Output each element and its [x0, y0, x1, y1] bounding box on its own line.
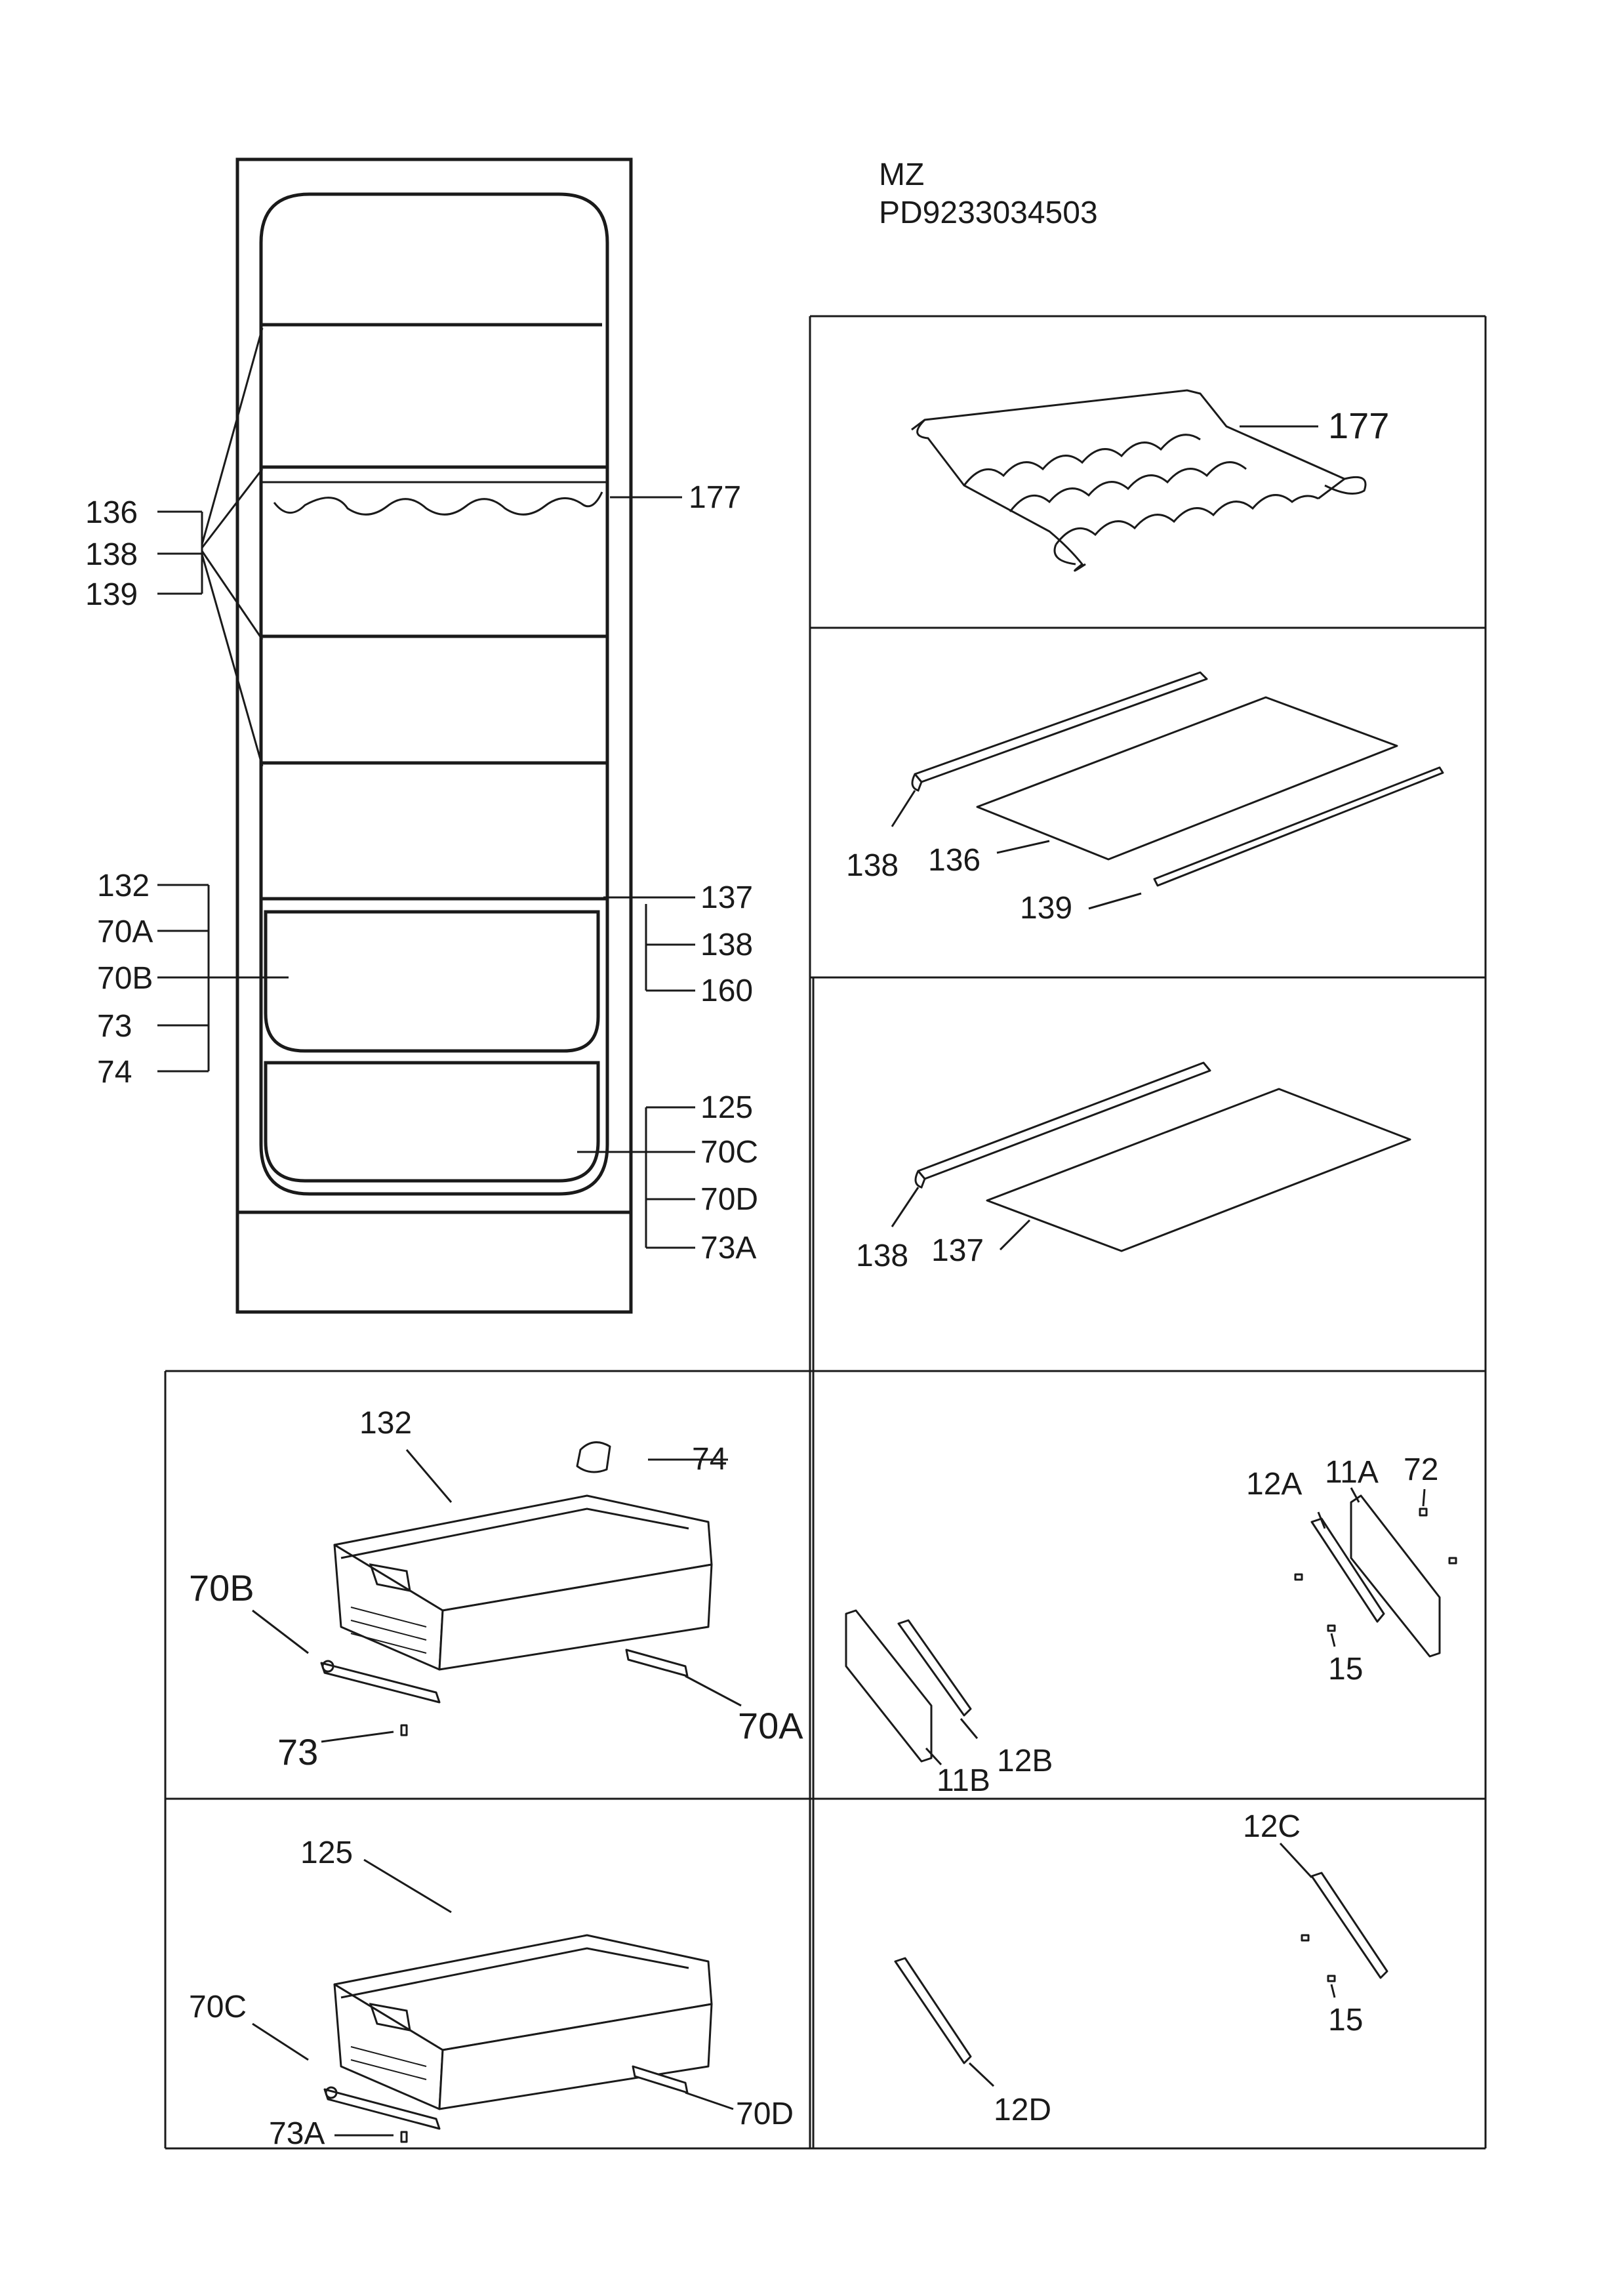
screw-15-lower — [1327, 1975, 1336, 1982]
drawer-upper-front — [264, 910, 600, 1053]
shelf-label-136: 136 — [928, 843, 981, 878]
screw-73a — [400, 2131, 408, 2143]
drawer-label-70b: 70B — [189, 1567, 254, 1609]
slides-label-12a: 12A — [1246, 1467, 1302, 1502]
cabinet-outline — [235, 157, 633, 1314]
overview-label-139: 139 — [85, 577, 138, 612]
overview-label-137: 137 — [700, 880, 753, 915]
overview-label-138: 138 — [85, 537, 138, 572]
drawer-lower-label-73a: 73A — [269, 2116, 325, 2151]
runner-12c — [1310, 1872, 1388, 1979]
drawer-lower-label-70d: 70D — [736, 2097, 794, 2131]
wine-rack-wave — [273, 491, 603, 516]
slides-label-15: 15 — [1328, 1652, 1363, 1687]
screw-73 — [400, 1724, 408, 1736]
overview-label-136: 136 — [85, 495, 138, 530]
overview-label-138b: 138 — [700, 928, 753, 962]
slides-label-72: 72 — [1404, 1452, 1438, 1487]
drawer-lower-front — [264, 1061, 600, 1183]
drawer-125-handle — [369, 2003, 411, 2032]
slides-label-12b: 12B — [997, 1744, 1053, 1778]
wine-rack-frame-left — [916, 419, 1086, 572]
slides-label-11a: 11A — [1325, 1455, 1379, 1490]
overview-label-70c: 70C — [700, 1135, 758, 1170]
drawer-label-74: 74 — [692, 1442, 727, 1477]
wine-rack-hook-right — [1318, 476, 1367, 500]
glass-shelf-137 — [986, 1088, 1411, 1252]
overview-label-73a: 73A — [700, 1231, 756, 1265]
shelf-bottom-label-137: 137 — [931, 1233, 984, 1268]
overview-label-70d: 70D — [700, 1182, 758, 1217]
slides-lower-label-15: 15 — [1328, 2003, 1363, 2038]
wine-rack-wave-1 — [963, 434, 1201, 486]
wine-rack-frame-top — [911, 389, 1345, 480]
slides-label-11b: 11B — [937, 1763, 990, 1798]
runner-12d — [894, 1957, 972, 2064]
panel-glass-shelf-bottom: 138 137 — [856, 1061, 1411, 1273]
overview-label-70b: 70B — [97, 961, 153, 996]
overview-label-177: 177 — [689, 480, 741, 515]
shelf-label-138: 138 — [846, 848, 899, 883]
panel-wine-rack: 177 — [911, 389, 1389, 572]
wine-rack-wave-2 — [1009, 461, 1247, 512]
wine-rack-wave-3 — [1055, 494, 1319, 545]
drawer-lower-label-70c: 70C — [189, 1990, 247, 2024]
shelf-bottom-label-138: 138 — [856, 1239, 908, 1273]
overview-label-74: 74 — [97, 1055, 132, 1090]
screw-15 — [1327, 1624, 1336, 1632]
slide-70b — [320, 1662, 441, 1704]
screw-side — [1448, 1557, 1457, 1565]
slide-70a — [625, 1649, 689, 1677]
overview-label-160: 160 — [700, 974, 753, 1008]
panel-grid — [164, 315, 1487, 2150]
drawer-125-front — [438, 2003, 713, 2110]
drawer-lower-label-125: 125 — [300, 1835, 353, 1870]
overview-label-73: 73 — [97, 1009, 132, 1044]
shelf-rail — [914, 671, 1208, 783]
drawer-132-handle — [369, 1563, 411, 1592]
rail-11b — [845, 1609, 933, 1763]
rail-11a — [1350, 1494, 1441, 1658]
overview-label-132: 132 — [97, 869, 150, 903]
overview-label-70a: 70A — [97, 914, 153, 949]
wine-rack-label-177: 177 — [1328, 405, 1389, 446]
panel-drawer-upper: 132 74 70B 70A 73 — [189, 1406, 803, 1773]
panel-slides-lower: 12C 15 12D — [894, 1809, 1388, 2127]
drawer-label-70a: 70A — [738, 1705, 803, 1746]
glass-shelf-136 — [976, 696, 1398, 861]
cabinet-overview: 136 138 139 177 132 70A 70B 73 74 137 13… — [85, 157, 758, 1314]
cabinet-inner-liner — [259, 192, 609, 1196]
screw-left-lower — [1301, 1934, 1310, 1942]
screw-72 — [1419, 1507, 1428, 1517]
runner-12b — [897, 1619, 972, 1717]
panel-glass-shelf: 138 136 139 — [846, 671, 1444, 926]
slides-lower-label-12d: 12D — [994, 2093, 1051, 2127]
part-code-label: PD9233034503 — [879, 195, 1098, 230]
overview-label-125: 125 — [700, 1090, 753, 1125]
shelf-label-139: 139 — [1020, 891, 1072, 926]
drawer-label-132: 132 — [359, 1406, 412, 1441]
drawer-132-front — [438, 1563, 713, 1671]
drawer-label-73: 73 — [277, 1731, 318, 1773]
wine-rack-hook-left — [1053, 544, 1076, 565]
screw-left — [1294, 1573, 1303, 1581]
shelf-bottom-rail — [917, 1061, 1211, 1180]
model-label: MZ — [879, 157, 924, 192]
panel-drawer-lower: 125 70C 70D 73A — [189, 1835, 794, 2151]
runner-12a — [1310, 1517, 1385, 1623]
shelf-trim-139 — [1153, 766, 1444, 887]
cap-74 — [576, 1441, 611, 1473]
panel-slides-upper: 11B 12B 12A 11A 72 15 — [845, 1452, 1457, 1798]
slides-lower-label-12c: 12C — [1243, 1809, 1301, 1844]
